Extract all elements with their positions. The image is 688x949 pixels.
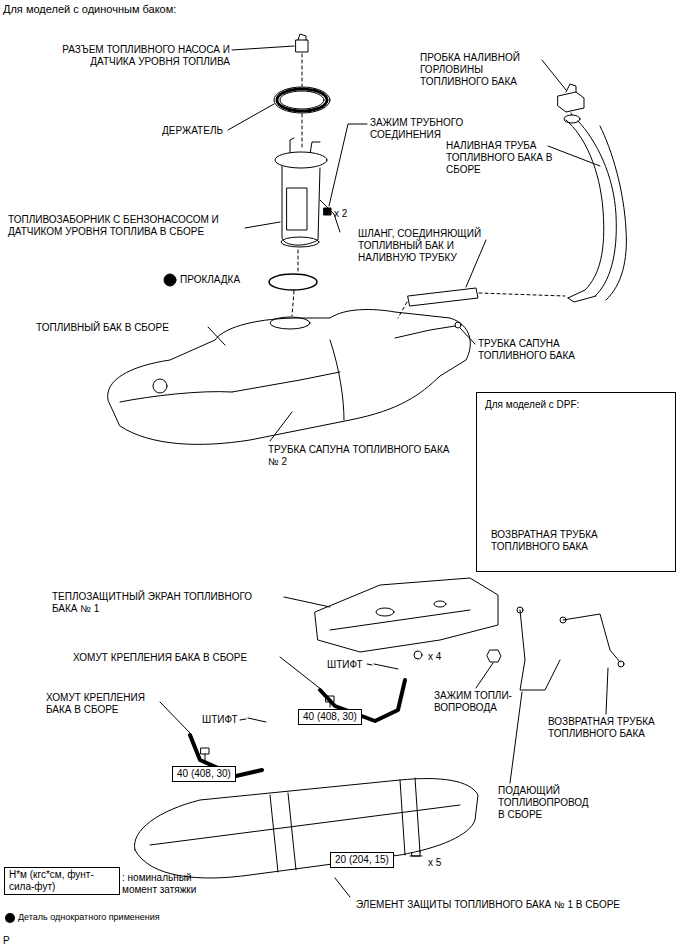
part-label: ВОЗВРАТНАЯ ТРУБКА ТОПЛИВНОГО БАКА [548,716,678,740]
box-text: 20 (204, 15) [335,854,389,866]
part-label: x 4 [428,651,458,663]
part-label: ХОМУТ КРЕПЛЕНИЯ БАКА В СБОРЕ [73,652,283,664]
part-label: ШТИФТ [202,714,242,726]
part-label: ТРУБКА САПУНА ТОПЛИВНОГО БАКА № 2 [268,444,458,468]
part-label: x 5 [428,857,458,869]
legend-text: Деталь однократного применения [18,911,238,923]
legend-dot [5,913,15,923]
box-text: 40 (408, 30) [303,711,357,723]
torque-box: 40 (408, 30) [298,709,362,725]
part-label: ПРОБКА НАЛИВНОЙ ГОРЛОВИНЫ ТОПЛИВНОГО БАК… [420,52,540,88]
part-label: НАЛИВНАЯ ТРУБА ТОПЛИВНОГО БАКА В СБОРЕ [446,140,556,176]
torque-box: 40 (408, 30) [172,766,236,782]
box-text: 40 (408, 30) [177,768,231,780]
part-label: РАЗЪЕМ ТОПЛИВНОГО НАСОСА И ДАТЧИКА УРОВН… [58,44,230,68]
part-label: ХОМУТ КРЕПЛЕНИЯ БАКА В СБОРЕ [46,692,162,716]
part-label: ЗАЖИМ ТОПЛИ- ВОПРОВОДА [434,690,520,714]
torque-box: 20 (204, 15) [330,852,394,868]
part-label: ТОПЛИВОЗАБОРНИК С БЕНЗОНАСОСОМ И ДАТЧИКО… [8,214,244,238]
part-label: ШЛАНГ, СОЕДИНЯЮЩИЙ ТОПЛИВНЫЙ БАК И НАЛИВ… [358,228,484,264]
part-label: ТОПЛИВНЫЙ БАК В СБОРЕ [36,322,208,334]
part-label: P [3,935,23,947]
part-label: ЭЛЕМЕНТ ЗАЩИТЫ ТОПЛИВНОГО БАКА № 1 В СБО… [356,899,676,911]
box-text: Для моделей с DPF: [485,399,579,411]
inset-box: Для моделей с DPF: ВОЗВРАТНАЯ ТРУБКА ТОПЛ… [476,392,676,572]
part-label: ДЕРЖАТЕЛЬ [162,125,242,137]
part-label: x 2 [334,208,364,220]
part-label: ТРУБКА САПУНА ТОПЛИВНОГО БАКА [478,338,596,362]
part-label: ЗАЖИМ ТРУБНОГО СОЕДИНЕНИЯ [370,117,482,141]
part-label: ШТИФТ [327,659,367,671]
part-label: ПРОКЛАДКА [180,274,270,286]
legend-torque-box: Н*м (кгс*см, фунт-сила-фут) [4,867,120,895]
box-text: Н*м (кгс*см, фунт-сила-фут) [9,869,115,893]
box-body-text: ВОЗВРАТНАЯ ТРУБКА ТОПЛИВНОГО БАКА [491,529,631,553]
part-label: ПОДАЮЩИЙ ТОПЛИВОПРОВОД В СБОРЕ [498,785,594,821]
page-title: Для моделей с одиночным баком: [3,3,176,16]
part-label: ТЕПЛОЗАЩИТНЫЙ ЭКРАН ТОПЛИВНОГО БАКА № 1 [52,591,272,615]
legend-text: : номинальный момент затяжки [122,872,206,896]
